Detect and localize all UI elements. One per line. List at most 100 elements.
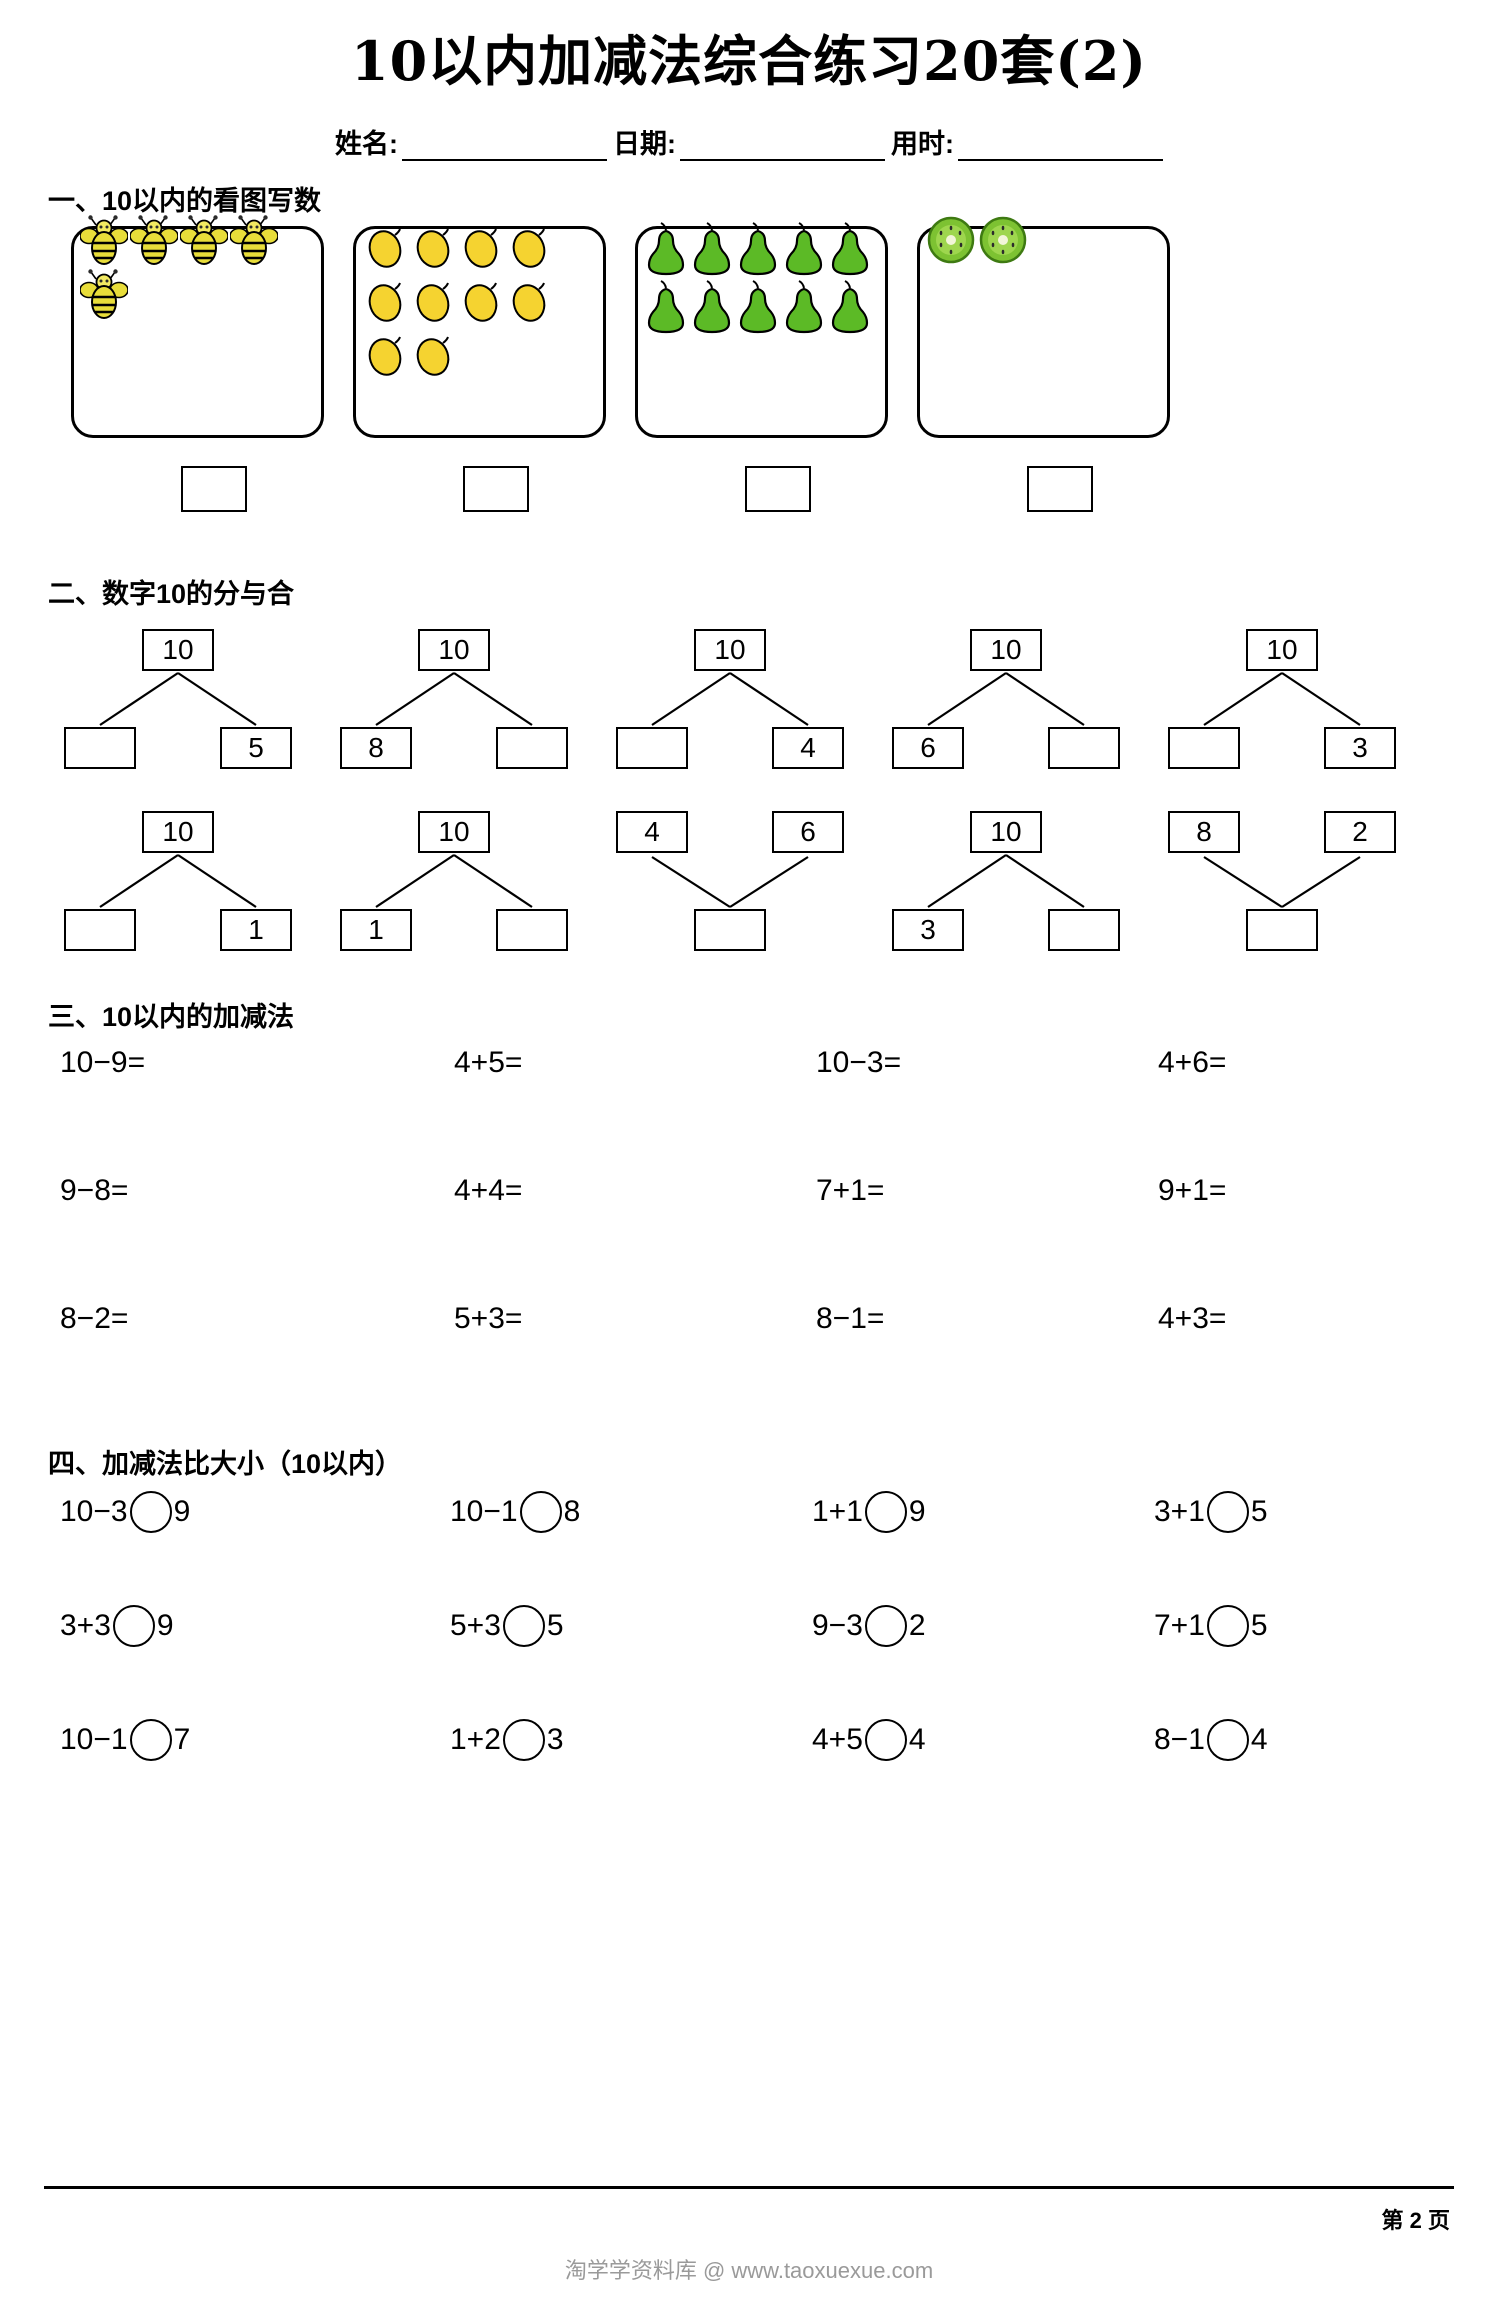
bond-top-left-box: 8 xyxy=(1168,811,1240,854)
number-bond: 10 5 xyxy=(50,629,326,770)
comparison-circle[interactable] xyxy=(129,1491,172,1534)
arithmetic-problem[interactable]: 10−3= xyxy=(816,1046,902,1080)
number-bond: 10 1 xyxy=(326,811,602,952)
comparison-circle[interactable] xyxy=(864,1605,907,1648)
page-number: 第 2 页 xyxy=(1381,2208,1450,2233)
lemon-icon xyxy=(512,282,545,322)
number-bond: 10 3 xyxy=(1154,629,1430,770)
pear-icon xyxy=(785,222,822,276)
bond-connector-lines xyxy=(99,854,257,909)
comparison-circle[interactable] xyxy=(502,1605,545,1648)
answer-box[interactable] xyxy=(1027,466,1093,513)
arithmetic-problem[interactable]: 7+1= xyxy=(816,1174,885,1208)
arithmetic-problem[interactable]: 8−2= xyxy=(60,1302,129,1336)
bond-left-box[interactable] xyxy=(616,727,688,770)
lemon-group xyxy=(362,221,597,381)
arithmetic-problem[interactable]: 9−8= xyxy=(60,1174,129,1208)
compare-right-expression: 9 xyxy=(156,1609,174,1643)
bond-bottom-box[interactable] xyxy=(1246,909,1318,952)
compare-problem[interactable]: 4+5 4 xyxy=(756,1715,1104,1762)
problem-row: 8−2= 5+3= 8−1= 4+3= xyxy=(60,1296,1458,1424)
compare-left-expression: 3+1 xyxy=(1154,1495,1205,1529)
arithmetic-problem[interactable]: 4+4= xyxy=(454,1174,523,1208)
arithmetic-problem[interactable]: 9+1= xyxy=(1158,1174,1227,1208)
date-input-blank[interactable] xyxy=(680,137,885,162)
bond-top-box: 10 xyxy=(970,629,1042,672)
bond-right-box[interactable] xyxy=(1048,909,1120,952)
comparison-circle[interactable] xyxy=(1206,1719,1249,1762)
time-field-group: 用时: xyxy=(891,122,1163,162)
comparison-circle[interactable] xyxy=(864,1491,907,1534)
arithmetic-problem[interactable]: 8−1= xyxy=(816,1302,885,1336)
bond-right-box[interactable] xyxy=(1048,727,1120,770)
compare-problem[interactable]: 9−3 2 xyxy=(756,1601,1104,1648)
date-field-group: 日期: xyxy=(613,122,891,162)
compare-problem[interactable]: 10−3 9 xyxy=(60,1487,408,1534)
arithmetic-problem[interactable]: 5+3= xyxy=(454,1302,523,1336)
compare-problem[interactable]: 1+2 3 xyxy=(408,1715,756,1762)
answer-box[interactable] xyxy=(463,466,529,513)
comparison-circle[interactable] xyxy=(1206,1605,1249,1648)
bond-connector-lines xyxy=(375,672,533,727)
picture-cell xyxy=(56,215,338,513)
bond-left-box[interactable] xyxy=(64,909,136,952)
number-bond: 10 8 xyxy=(326,629,602,770)
arithmetic-problem[interactable]: 10−9= xyxy=(60,1046,146,1080)
number-bond: 4 6 xyxy=(602,811,878,952)
bond-right-box: 4 xyxy=(772,727,844,770)
bond-right-box: 5 xyxy=(220,727,292,770)
bond-top-box: 10 xyxy=(142,811,214,854)
arithmetic-problem[interactable]: 4+6= xyxy=(1158,1046,1227,1080)
compare-right-expression: 5 xyxy=(1250,1495,1268,1529)
bond-right-box[interactable] xyxy=(496,909,568,952)
compare-problem[interactable]: 1+1 9 xyxy=(756,1487,1104,1534)
picture-box xyxy=(352,226,606,439)
comparison-circle[interactable] xyxy=(502,1719,545,1762)
compare-problem[interactable]: 3+1 5 xyxy=(1104,1487,1452,1534)
section3-problem-grid: 10−9= 4+5= 10−3= 4+6= 9−8= 4+4= 7+1= 9+1… xyxy=(0,1040,1498,1424)
lemon-icon xyxy=(416,228,449,268)
comparison-circle[interactable] xyxy=(129,1719,172,1762)
bond-connector-lines xyxy=(1203,672,1361,727)
picture-cell xyxy=(902,216,1184,513)
time-input-blank[interactable] xyxy=(958,137,1163,162)
number-bond: 10 1 xyxy=(50,811,326,952)
compare-problem[interactable]: 5+3 5 xyxy=(408,1601,756,1648)
pear-icon xyxy=(785,280,822,334)
compare-problem[interactable]: 7+1 5 xyxy=(1104,1601,1452,1648)
compare-right-expression: 9 xyxy=(173,1495,191,1529)
bond-connector-lines xyxy=(375,854,533,909)
section4-heading: 四、加减法比大小（10以内） xyxy=(48,1449,403,1480)
compare-left-expression: 1+2 xyxy=(450,1723,501,1757)
answer-box[interactable] xyxy=(745,466,811,513)
bond-left-box[interactable] xyxy=(1168,727,1240,770)
comparison-circle[interactable] xyxy=(519,1491,562,1534)
comparison-circle[interactable] xyxy=(112,1605,155,1648)
compare-left-expression: 3+3 xyxy=(60,1609,111,1643)
date-label: 日期: xyxy=(613,129,676,160)
compare-left-expression: 9−3 xyxy=(812,1609,863,1643)
compare-left-expression: 1+1 xyxy=(812,1495,863,1529)
bee-icon xyxy=(129,215,178,266)
bond-right-box[interactable] xyxy=(496,727,568,770)
kiwi-icon xyxy=(979,216,1026,264)
name-input-blank[interactable] xyxy=(402,137,607,162)
bond-left-box[interactable] xyxy=(64,727,136,770)
compare-right-expression: 8 xyxy=(563,1495,581,1529)
compare-problem[interactable]: 3+3 9 xyxy=(60,1601,408,1648)
compare-left-expression: 5+3 xyxy=(450,1609,501,1643)
bond-bottom-box[interactable] xyxy=(694,909,766,952)
bond-top-box: 10 xyxy=(1246,629,1318,672)
comparison-circle[interactable] xyxy=(1206,1491,1249,1534)
answer-box[interactable] xyxy=(181,466,247,513)
comparison-circle[interactable] xyxy=(864,1719,907,1762)
compare-problem[interactable]: 10−1 8 xyxy=(408,1487,756,1534)
bond-connector-lines xyxy=(927,854,1085,909)
arithmetic-problem[interactable]: 4+5= xyxy=(454,1046,523,1080)
compare-right-expression: 7 xyxy=(173,1723,191,1757)
compare-problem[interactable]: 8−1 4 xyxy=(1104,1715,1452,1762)
arithmetic-problem[interactable]: 4+3= xyxy=(1158,1302,1227,1336)
compare-problem[interactable]: 10−1 7 xyxy=(60,1715,408,1762)
bond-connector-lines xyxy=(1203,856,1361,909)
number-bond: 10 4 xyxy=(602,629,878,770)
